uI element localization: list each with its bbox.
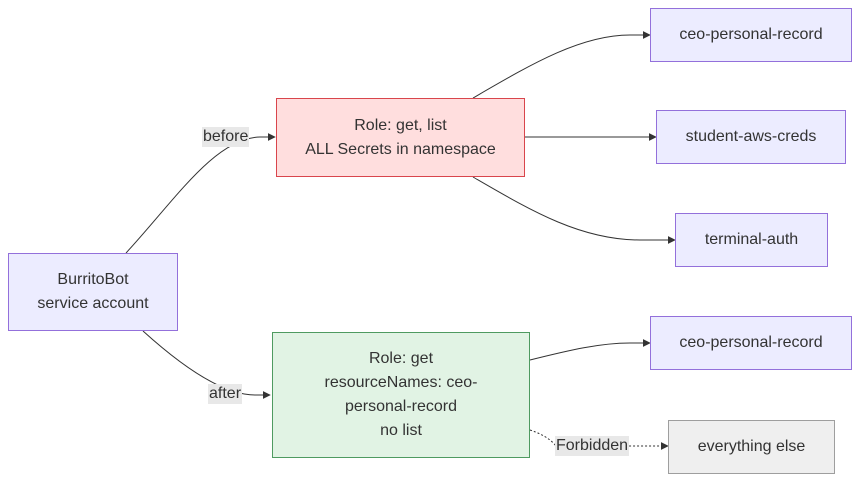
node-everything-else-label: everything else bbox=[697, 438, 806, 455]
node-role-after-line-3: personal-record bbox=[344, 398, 458, 415]
node-role-before: Role: get, list ALL Secrets in namespace bbox=[276, 98, 525, 177]
node-role-after: Role: get resourceNames: ceo- personal-r… bbox=[272, 332, 530, 458]
edge-role-after-to-everything-else bbox=[529, 429, 669, 450]
node-role-after-line-2: resourceNames: ceo- bbox=[324, 374, 478, 391]
node-burritobot-line-1: BurritoBot bbox=[57, 271, 129, 288]
node-secret-ceo-after: ceo-personal-record bbox=[650, 316, 852, 370]
node-burritobot: BurritoBot service account bbox=[8, 253, 178, 331]
edge-burritobot-to-role-after bbox=[142, 330, 271, 399]
edge-burritobot-to-role-before bbox=[125, 133, 276, 254]
edge-role-before-to-terminal-auth bbox=[472, 176, 676, 244]
edge-role-before-to-ceo-record bbox=[472, 31, 651, 99]
edge-label-forbidden: Forbidden bbox=[555, 436, 630, 456]
node-role-before-line-1: Role: get, list bbox=[354, 116, 447, 134]
node-role-after-line-1: Role: get bbox=[368, 350, 434, 367]
node-role-before-line-2: ALL Secrets in namespace bbox=[305, 140, 496, 158]
node-role-after-line-4: no list bbox=[380, 422, 422, 439]
node-secret-student-label: student-aws-creds bbox=[685, 128, 817, 145]
node-burritobot-line-2: service account bbox=[37, 295, 149, 312]
node-secret-ceo-before-label: ceo-personal-record bbox=[679, 26, 823, 43]
node-everything-else: everything else bbox=[668, 420, 835, 474]
node-secret-ceo-before: ceo-personal-record bbox=[650, 8, 852, 62]
edge-label-after: after bbox=[208, 384, 243, 404]
node-secret-terminal: terminal-auth bbox=[675, 213, 828, 267]
edge-role-after-to-ceo-record bbox=[529, 339, 651, 361]
node-secret-terminal-label: terminal-auth bbox=[704, 231, 799, 248]
node-secret-student: student-aws-creds bbox=[656, 110, 846, 164]
node-secret-ceo-after-label: ceo-personal-record bbox=[679, 334, 823, 351]
edge-label-before: before bbox=[202, 127, 250, 147]
